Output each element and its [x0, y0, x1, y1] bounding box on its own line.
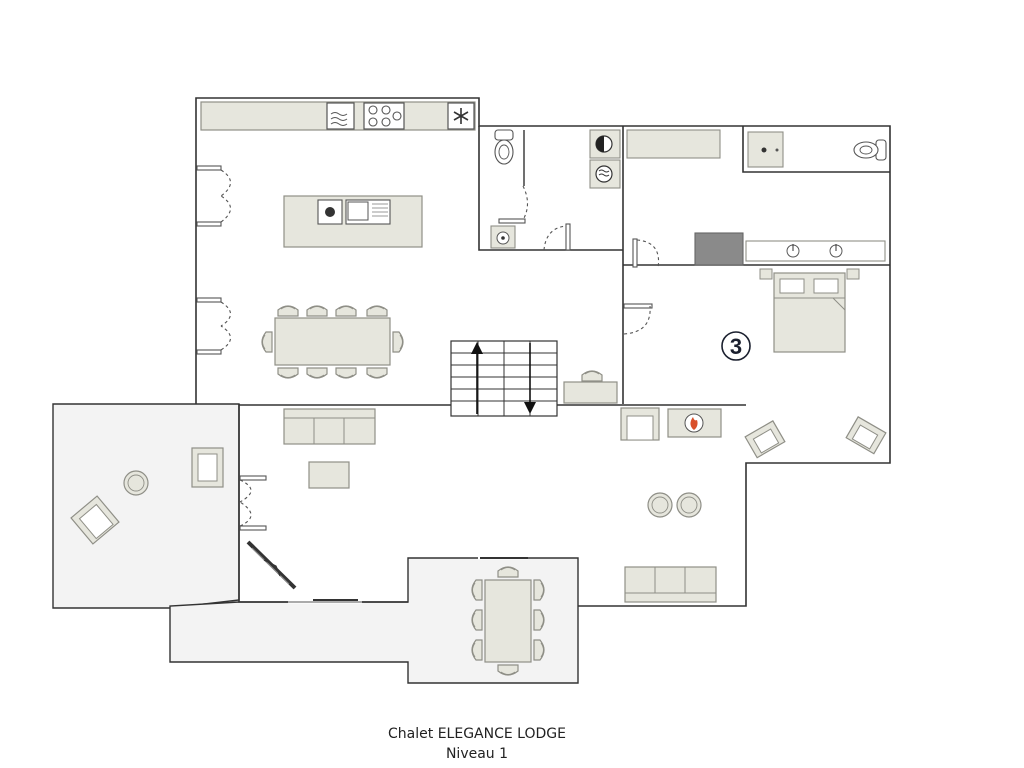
room-number: 3: [730, 334, 742, 359]
armchair-living: [620, 407, 660, 441]
oven-icon: [326, 102, 355, 130]
dining-table: [261, 305, 404, 379]
coffee-table: [308, 461, 350, 489]
bedroom-counter: [626, 129, 721, 159]
fireplace: [667, 408, 722, 438]
sofa-north: [283, 408, 376, 445]
sofa-south: [624, 566, 717, 603]
armchairs-bedroom: [744, 416, 887, 459]
terrace-armchair-west: [70, 495, 120, 545]
terrace-armchair-east: [191, 447, 224, 488]
dryer-icon: [589, 129, 621, 159]
staircase: [450, 340, 558, 417]
double-bed: [759, 268, 860, 353]
flame-icon: [690, 417, 698, 430]
terrace-west: [52, 403, 240, 609]
tv-unit: [246, 540, 297, 590]
arrow-up-icon: [471, 342, 483, 414]
wc-door: [498, 130, 529, 224]
bedroom-doors: [623, 238, 660, 335]
toilet-icon: [494, 129, 514, 165]
shower-icon: [747, 131, 784, 168]
wardrobe: [694, 232, 744, 266]
cooktop-icon: [363, 102, 405, 130]
plan-title: Chalet ELEGANCE LODGE: [388, 726, 566, 742]
laundry-door: [543, 223, 571, 251]
double-vanity: [745, 240, 886, 262]
terrace-dining-table: [471, 566, 545, 676]
snowflake-icon: [447, 102, 475, 130]
side-tables: [647, 492, 702, 518]
arrow-down-icon: [524, 343, 536, 414]
terrace-side-table: [123, 470, 149, 496]
room-number-badge: 3: [721, 331, 751, 361]
desk: [563, 370, 618, 404]
ensuite-toilet-icon: [853, 139, 887, 161]
kitchen-island: [283, 195, 423, 248]
door-west-lower: [196, 297, 232, 355]
wc-sink: [490, 225, 516, 249]
living-doors: [239, 475, 528, 604]
washing-machine-icon: [589, 159, 621, 189]
door-west-upper: [196, 165, 232, 227]
plan-subtitle: Niveau 1: [445, 746, 509, 762]
